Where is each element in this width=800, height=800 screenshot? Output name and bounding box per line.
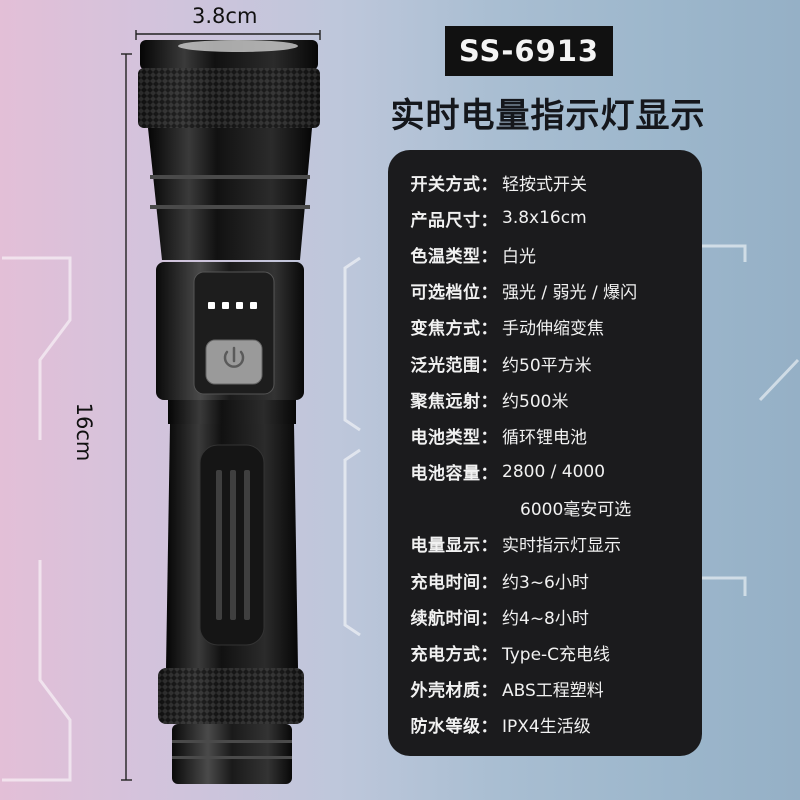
spec-row: 产品尺寸：3.8x16cm xyxy=(388,200,702,236)
spec-label: 充电时间： xyxy=(410,572,498,593)
spec-value: 轻按式开关 xyxy=(502,174,587,195)
spec-label: 防水等级： xyxy=(410,717,498,738)
spec-value: Type-C充电线 xyxy=(502,645,611,666)
spec-label: 变焦方式： xyxy=(410,319,498,340)
spec-label: 色温类型： xyxy=(410,246,498,267)
spec-row: 充电方式：Type-C充电线 xyxy=(388,634,702,670)
spec-label: 聚焦远射： xyxy=(410,391,498,412)
width-dimension-label: 3.8cm xyxy=(192,4,258,28)
spec-row: 电池容量：2800 / 4000 xyxy=(388,454,702,490)
spec-label: 产品尺寸： xyxy=(410,210,498,231)
spec-value: 3.8x16cm xyxy=(502,208,587,229)
deco-outline-left-top xyxy=(2,256,72,440)
spec-value: 强光 / 弱光 / 爆闪 xyxy=(502,283,638,304)
spec-row: 外壳材质：ABS工程塑料 xyxy=(388,671,702,707)
model-number: SS-6913 xyxy=(458,34,600,68)
spec-row: 充电时间：约3~6小时 xyxy=(388,562,702,598)
spec-label: 外壳材质： xyxy=(410,681,498,702)
model-badge: SS-6913 xyxy=(445,26,613,76)
spec-row: 电量显示：实时指示灯显示 xyxy=(388,526,702,562)
spec-value: 手动伸缩变焦 xyxy=(502,319,604,340)
head-body xyxy=(148,128,312,260)
spec-row: 6000毫安可选 xyxy=(388,490,702,526)
battery-indicator xyxy=(208,302,257,309)
spec-value: 2800 / 4000 xyxy=(502,461,606,482)
spec-label: 电池类型： xyxy=(410,427,498,448)
spec-value: 6000毫安可选 xyxy=(520,500,632,521)
spec-row: 开关方式：轻按式开关 xyxy=(388,164,702,200)
spec-label: 可选档位： xyxy=(410,283,498,304)
spec-value: 约4~8小时 xyxy=(502,608,589,629)
deco-outline-mid-bottom xyxy=(343,448,361,637)
spec-label: 泛光范围： xyxy=(410,355,498,376)
spec-row: 变焦方式：手动伸缩变焦 xyxy=(388,309,702,345)
power-icon xyxy=(223,346,245,368)
spec-value: 循环锂电池 xyxy=(502,427,587,448)
spec-row: 防水等级：IPX4生活级 xyxy=(388,707,702,743)
tail-cap xyxy=(172,724,292,784)
spec-label: 充电方式： xyxy=(410,645,498,666)
spec-label: 电量显示： xyxy=(410,536,498,557)
spec-row: 聚焦远射：约500米 xyxy=(388,381,702,417)
spec-row: 色温类型：白光 xyxy=(388,236,702,272)
deco-outline-mid-top xyxy=(343,256,361,432)
spec-value: 约50平方米 xyxy=(502,355,592,376)
deco-outline-left-bottom xyxy=(2,560,72,782)
spec-value: IPX4生活级 xyxy=(502,717,591,738)
spec-value: 约3~6小时 xyxy=(502,572,589,593)
spec-row: 续航时间：约4~8小时 xyxy=(388,598,702,634)
spec-value: 白光 xyxy=(502,246,536,267)
deco-outline-right-top xyxy=(702,244,747,262)
spec-row: 泛光范围：约50平方米 xyxy=(388,345,702,381)
spec-row: 可选档位：强光 / 弱光 / 爆闪 xyxy=(388,273,702,309)
spec-value: 约500米 xyxy=(502,391,569,412)
spec-value: 实时指示灯显示 xyxy=(502,536,621,557)
spec-label: 开关方式： xyxy=(410,174,498,195)
spec-value: ABS工程塑料 xyxy=(502,681,604,702)
spec-row: 电池类型：循环锂电池 xyxy=(388,417,702,453)
deco-outline-right-bottom xyxy=(702,576,747,596)
headline: 实时电量指示灯显示 xyxy=(390,96,706,136)
spec-label: 电池容量： xyxy=(410,464,498,485)
deco-outline-right-diag xyxy=(758,358,800,402)
spec-label: 续航时间： xyxy=(410,608,498,629)
